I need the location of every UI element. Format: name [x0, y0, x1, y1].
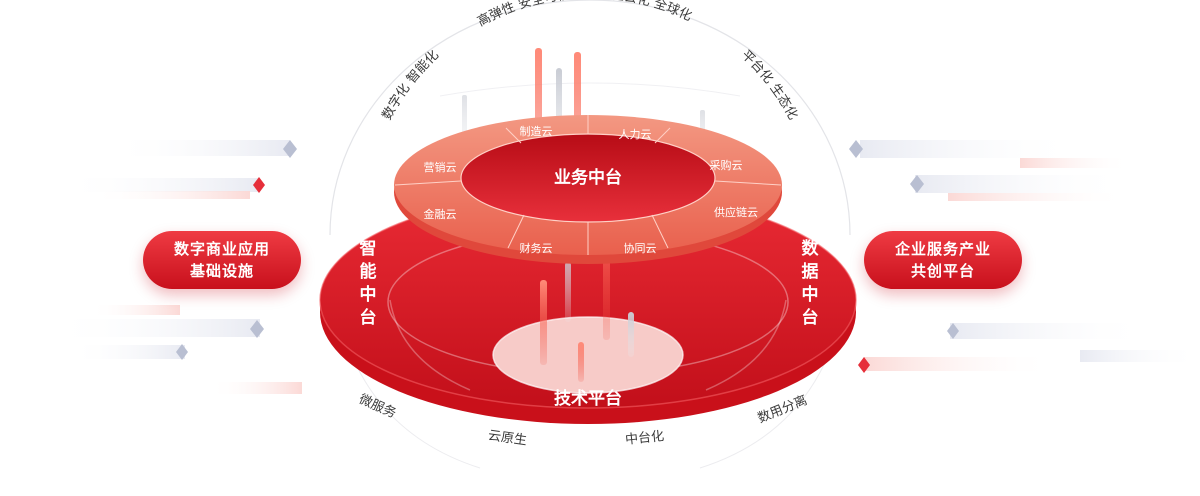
left-capability-pill: 数字商业应用 基础设施	[143, 231, 301, 289]
segment-label-hr-cloud: 人力云	[619, 128, 652, 141]
bottom-label-cloud-native: 云原生	[487, 428, 528, 448]
right-capability-pill: 企业服务产业 共创平台	[864, 231, 1022, 289]
left-decor-lines	[50, 140, 302, 394]
business-center-title: 业务中台	[554, 167, 622, 188]
right-decor-lines	[860, 140, 1200, 371]
segment-label-marketing-cloud: 营销云	[424, 160, 457, 174]
segment-label-finance-cloud: 财务云	[520, 241, 553, 255]
right-pill-line2: 共创平台	[910, 262, 975, 280]
left-pill-line2: 基础设施	[189, 262, 254, 280]
main-platform-disk	[319, 191, 857, 424]
arc-label-elastic: 高弹性 安全可信	[475, 0, 571, 30]
svg-text:社会化 全球化: 社会化 全球化	[610, 0, 694, 24]
tech-platform-label: 技术平台	[554, 388, 622, 409]
bottom-label-middle-platform: 中台化	[624, 429, 664, 448]
arc-label-social: 社会化 全球化	[610, 0, 694, 24]
diamond-icon-group	[176, 140, 959, 373]
business-ring	[394, 115, 782, 264]
diamond-icon	[176, 344, 188, 360]
right-pill-line1: 企业服务产业	[894, 240, 991, 258]
segment-label-collaboration-cloud: 协同云	[624, 241, 657, 255]
svg-text:高弹性 安全可信: 高弹性 安全可信	[475, 0, 571, 30]
segment-label-manufacturing-cloud: 制造云	[520, 124, 553, 138]
left-pill-line1: 数字商业应用	[173, 240, 270, 258]
diamond-icon	[910, 175, 924, 193]
data-platform-label: 数据中台	[802, 238, 820, 328]
diamond-icon	[849, 140, 863, 158]
segment-label-supply-chain-cloud: 供应链云	[714, 205, 758, 219]
bottom-label-microservices: 微服务	[357, 391, 399, 421]
diamond-icon	[858, 357, 870, 373]
diamond-icon	[947, 323, 959, 339]
intelligence-platform-label: 智能中台	[360, 238, 377, 328]
segment-label-procurement-cloud: 采购云	[710, 158, 743, 172]
diamond-icon	[250, 320, 264, 338]
diamond-icon	[283, 140, 297, 158]
diamond-icon	[253, 177, 265, 193]
segment-label-banking-cloud: 金融云	[424, 207, 457, 221]
